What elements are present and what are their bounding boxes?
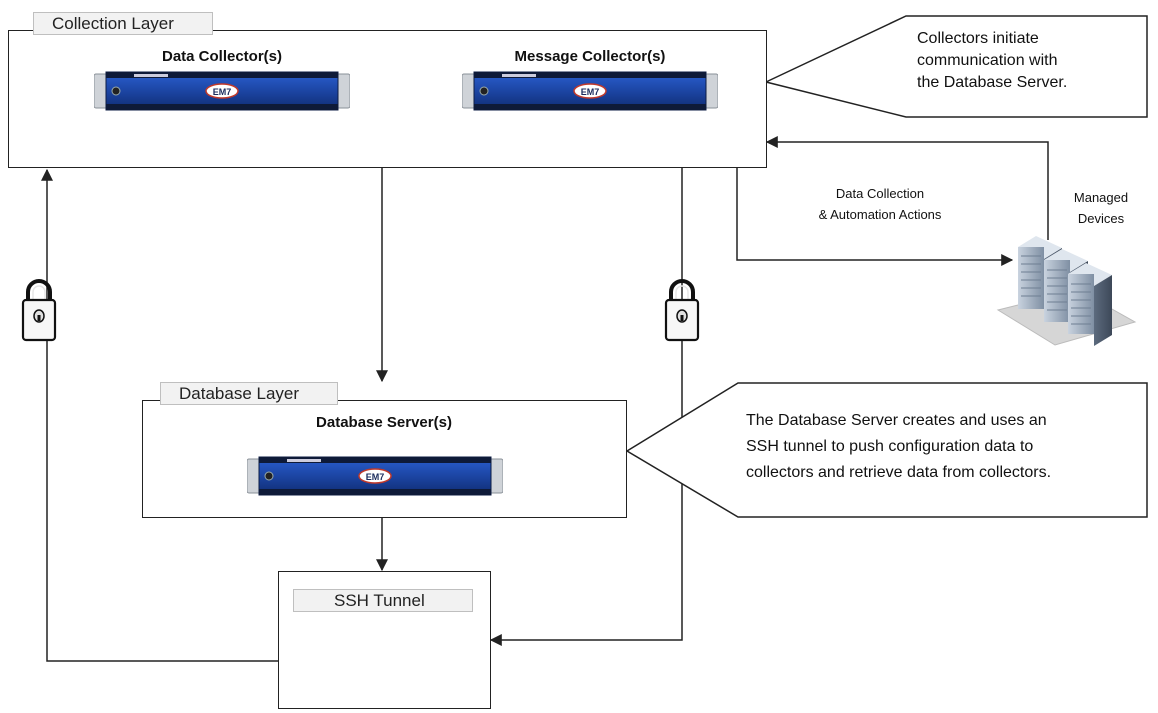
callout-line: The Database Server creates and uses an [746, 412, 1047, 429]
database-callout-shape [625, 382, 1148, 518]
callout-line: collectors and retrieve data from collec… [746, 464, 1052, 481]
collectors-callout-text: Collectors initiate communication with t… [917, 28, 1142, 94]
devices-to-collection-arrow [765, 136, 1049, 240]
callout-line: the Database Server. [917, 74, 1068, 91]
managed-devices-label: Managed Devices [1066, 187, 1136, 229]
data-collector-label: Data Collector(s) [161, 48, 283, 65]
data-collection-label: Data Collection & Automation Actions [790, 183, 970, 225]
lock-icon [664, 279, 700, 342]
data-collection-line: Data Collection [835, 186, 925, 201]
lock-icon [21, 279, 57, 342]
svg-text:EM7: EM7 [581, 87, 600, 97]
data-collector-appliance-icon: EM7 [94, 70, 350, 112]
collection-to-devices-arrow [736, 168, 1014, 266]
collection-layer-title: Collection Layer [33, 12, 213, 35]
callout-line: SSH tunnel to push configuration data to [746, 438, 1034, 455]
svg-text:EM7: EM7 [213, 87, 232, 97]
svg-text:EM7: EM7 [366, 472, 385, 482]
database-server-appliance-icon: EM7 [247, 455, 503, 497]
managed-devices-line: Managed [1073, 190, 1129, 205]
database-layer-title: Database Layer [160, 382, 338, 405]
database-callout-text: The Database Server creates and uses an … [746, 408, 1146, 486]
data-collection-line: & Automation Actions [818, 207, 942, 222]
collectors-callout-shape [763, 15, 1148, 118]
message-collector-appliance-icon: EM7 [462, 70, 718, 112]
callout-line: Collectors initiate [917, 30, 1039, 47]
managed-devices-line: Devices [1077, 211, 1125, 226]
database-server-label: Database Server(s) [316, 414, 452, 431]
server-rack-icon [996, 236, 1137, 346]
message-collector-label: Message Collector(s) [514, 48, 666, 65]
callout-line: communication with [917, 52, 1058, 69]
ssh-tunnel-title: SSH Tunnel [293, 589, 473, 612]
